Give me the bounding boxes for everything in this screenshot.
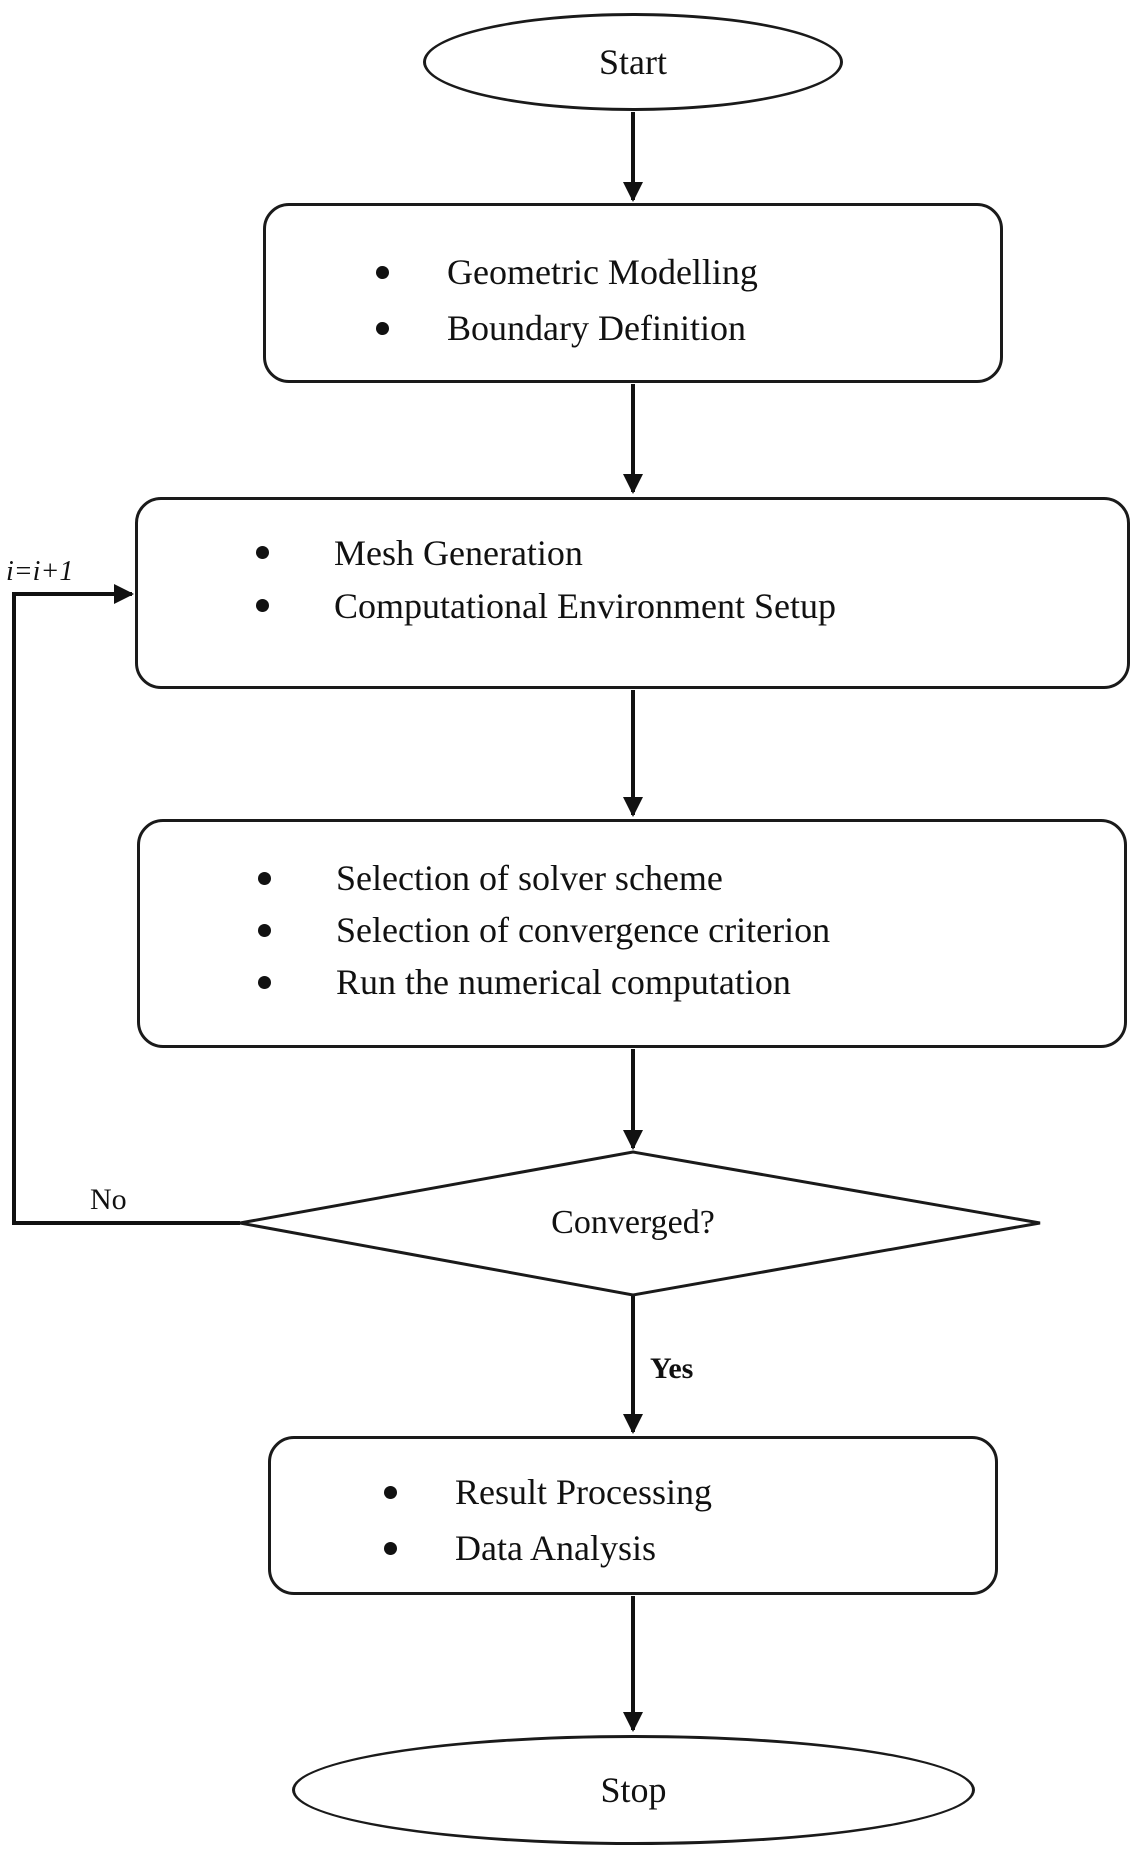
list-item: Selection of solver scheme [258,852,830,904]
bullet-icon [384,1541,397,1555]
process-box-post: Result Processing Data Analysis [268,1436,998,1595]
loop-back-arrow [12,584,240,1225]
yes-label: Yes [650,1352,694,1385]
list-item: Mesh Generation [256,526,836,579]
bullet-icon [258,975,271,989]
process-box-solver: Selection of solver scheme Selection of … [137,819,1127,1048]
list-item: Computational Environment Setup [256,579,836,632]
bullet-icon [256,546,269,559]
no-label: No [90,1183,127,1216]
list-item: Geometric Modelling [376,244,758,300]
list-item: Selection of convergence criterion [258,904,830,956]
process-box-mesh: Mesh Generation Computational Environmen… [135,497,1130,689]
bullet-icon [258,923,271,937]
bullet-icon [376,321,389,335]
start-terminal: Start [423,13,843,111]
list-item: Result Processing [384,1464,712,1520]
stop-label: Stop [600,1770,667,1810]
stop-terminal: Stop [292,1735,975,1845]
bullet-icon [256,599,269,612]
bullet-icon [384,1485,397,1499]
decision-question: Converged? [551,1204,715,1241]
list-item: Data Analysis [384,1520,712,1576]
bullet-icon [258,871,271,885]
decision-diamond [239,1150,1041,1297]
loop-counter-label: i=i+1 [6,556,74,587]
list-item: Run the numerical computation [258,956,830,1008]
bullet-icon [376,265,389,279]
start-label: Start [599,42,667,82]
list-item: Boundary Definition [376,300,758,356]
process-box-geometry: Geometric Modelling Boundary Definition [263,203,1003,383]
